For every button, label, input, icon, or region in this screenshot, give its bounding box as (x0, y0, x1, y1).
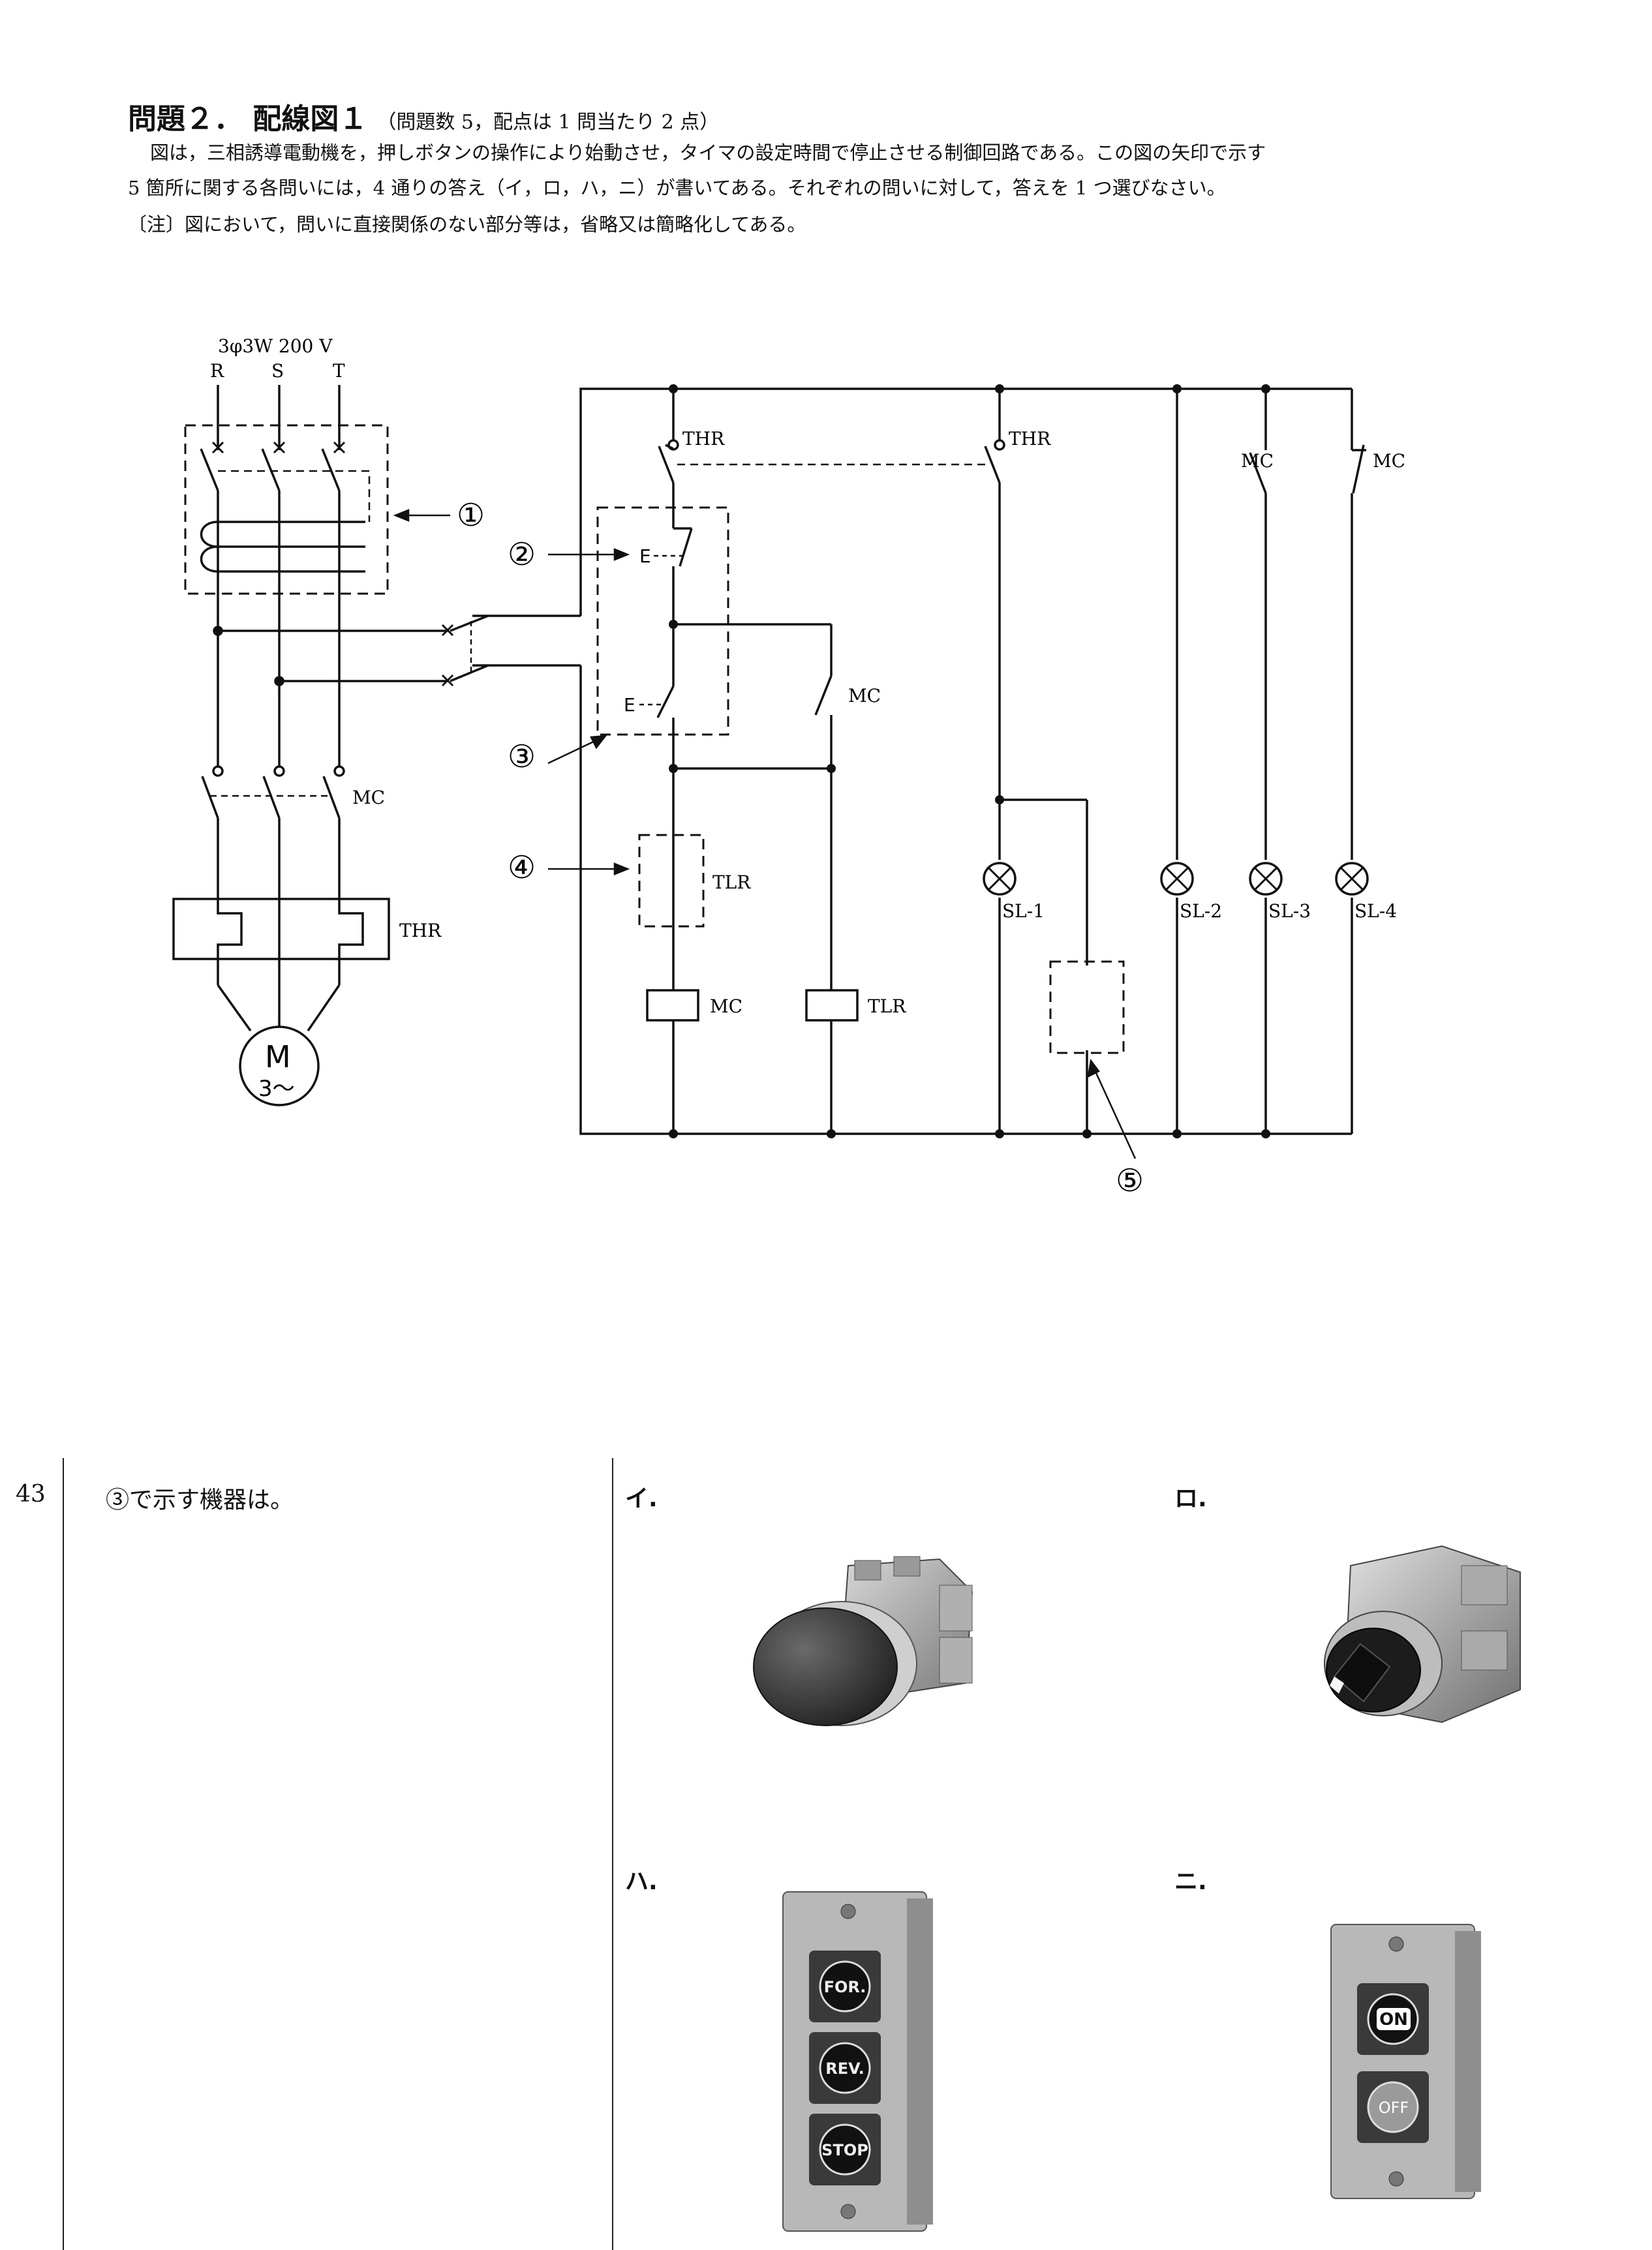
wiring-diagram: 3φ3W 200 V R S T ① ② ③ ④ ⑤ THR THR MC MC… (172, 335, 1405, 1199)
for-button-label: FOR. (824, 1978, 866, 1996)
sl1-label: SL-1 (1002, 900, 1045, 922)
sl2-label: SL-2 (1180, 900, 1222, 922)
mc-main-label: MC (352, 787, 385, 808)
phase-t: T (333, 360, 345, 382)
tlr-coil-label: TLR (868, 996, 906, 1017)
question-number: 43 (16, 1481, 46, 1508)
motor-3-label: 3〜 (258, 1076, 295, 1102)
mc-coil-label: MC (710, 996, 742, 1017)
option-ni-label[interactable]: ニ. (1174, 1868, 1207, 1895)
stop-button-label: STOP (821, 2141, 868, 2159)
intro-note: 〔注〕図において，問いに直接関係のない部分等は，省略又は簡略化してある。 (128, 213, 806, 236)
marker-3: ③ (508, 738, 536, 775)
intro-line-1: 図は，三相誘導電動機を，押しボタンの操作により始動させ，タイマの設定時間で停止さ… (150, 142, 1266, 164)
marker-4: ④ (508, 849, 536, 886)
option-ha-label[interactable]: ハ. (625, 1868, 658, 1895)
e-label-start: E (624, 694, 635, 716)
intro-line-2: 5 箇所に関する各問いには，4 通りの答え（イ，ロ，ハ，ニ）が書いてある。それぞ… (128, 177, 1226, 199)
phase-r: R (210, 360, 224, 382)
thr-contact-label-1: THR (682, 428, 725, 449)
marker-2: ② (508, 536, 536, 573)
mc-aux-label: MC (848, 685, 881, 707)
e-label-stop: E (639, 545, 651, 567)
question-divider-left (63, 1458, 64, 2250)
option-ro-photo[interactable] (1298, 1527, 1546, 1748)
marker-1: ① (457, 497, 485, 534)
on-button-label: ON (1379, 2010, 1408, 2030)
sl4-label: SL-4 (1354, 900, 1397, 922)
thr-main-label: THR (399, 920, 442, 941)
option-i-photo[interactable] (744, 1546, 992, 1748)
option-ro-label[interactable]: ロ. (1174, 1485, 1207, 1512)
problem-title: 問題２． 配線図１ (128, 102, 368, 136)
rev-button-label: REV. (825, 2060, 864, 2078)
page-title: 問題２． 配線図１ （問題数 5，配点は 1 問当たり 2 点） (128, 95, 719, 137)
supply-label: 3φ3W 200 V (218, 335, 333, 357)
question-divider-mid (612, 1458, 613, 2250)
option-ni-photo[interactable]: ON OFF (1305, 1918, 1501, 2205)
sl3-label: SL-3 (1268, 900, 1311, 922)
option-ha-photo[interactable]: FOR. REV. STOP (757, 1885, 953, 2238)
motor-m-label: M (265, 1039, 291, 1074)
off-button-label: OFF (1379, 2099, 1409, 2117)
mc-contact-label-sl3: MC (1241, 450, 1274, 472)
phase-s: S (271, 360, 284, 382)
question-text: ③で示す機器は。 (106, 1487, 294, 1513)
thr-contact-label-2: THR (1009, 428, 1051, 449)
tlr-contact-label: TLR (712, 872, 751, 893)
option-i-label[interactable]: イ. (625, 1485, 658, 1512)
problem-subtitle: （問題数 5，配点は 1 問当たり 2 点） (376, 111, 720, 134)
mc-contact-label-sl4: MC (1373, 450, 1405, 472)
marker-5: ⑤ (1116, 1163, 1144, 1199)
